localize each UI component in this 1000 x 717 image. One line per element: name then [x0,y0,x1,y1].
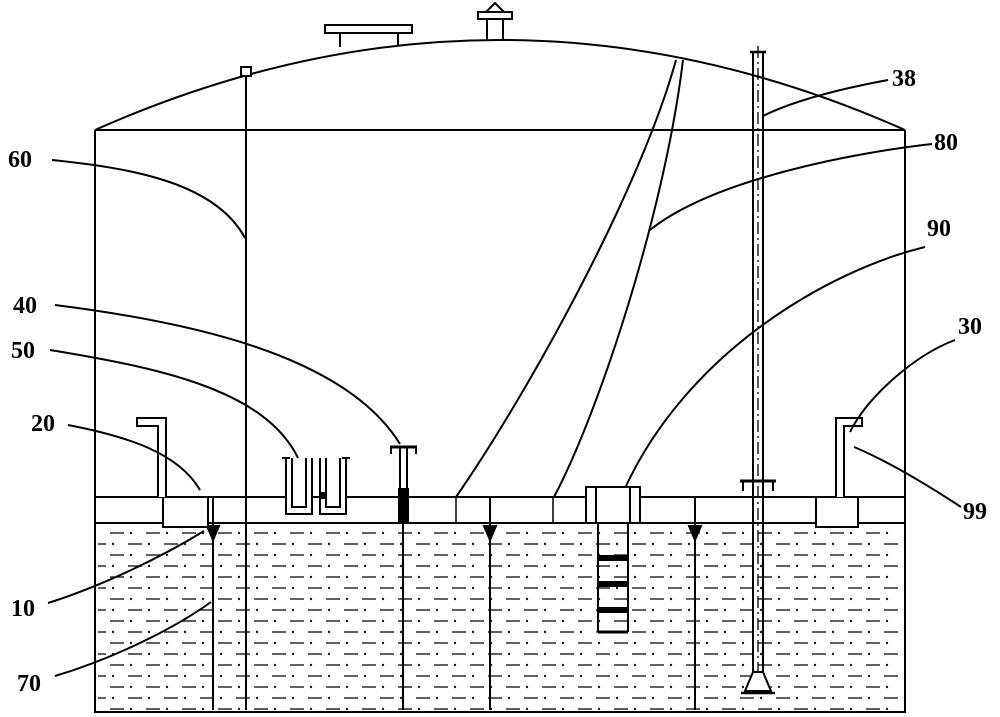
roof-vent [477,1,513,40]
support-leg-right-arrow [687,525,703,543]
deck-support-legs [205,497,703,710]
label-90: 90 [927,216,951,242]
floating-deck [95,496,905,524]
support-leg-left-arrow [205,525,221,543]
cable-right-curve [553,59,684,498]
deck-standpipe-left [136,417,167,497]
gauge-fitting [390,445,417,710]
dip-pipe-funnel [743,671,773,692]
leader-40 [54,304,401,445]
leader-70 [54,601,212,677]
seal-well-right-outer [319,458,347,515]
leader-50 [49,349,299,459]
deck-bracket-left [162,496,209,528]
cable-left-curve [455,59,677,498]
reference-labels: 38 80 90 30 99 60 40 50 20 10 70 [8,66,987,697]
label-10: 10 [11,596,35,622]
deck-standpipe-right [835,417,863,497]
seal-wells [282,457,350,515]
leader-lines [47,79,962,677]
tank-walls-and-floor [94,130,906,713]
dip-pipe [740,46,776,695]
label-80: 80 [934,130,958,156]
tank-dome-roof [94,39,906,131]
gauge-solid-plug [398,488,409,523]
label-40: 40 [13,293,37,319]
guide-pole [240,66,252,710]
leader-10 [47,530,205,604]
label-20: 20 [31,411,55,437]
leader-60 [51,159,246,239]
label-30: 30 [958,314,982,340]
label-50: 50 [11,338,35,364]
seal-well-left-inner [291,458,307,508]
deck-hatch-ladder [585,486,641,634]
leader-99 [853,446,962,508]
vent-cap-plate [477,11,513,20]
label-70: 70 [17,671,41,697]
leader-38 [762,79,889,117]
tank-shell [94,39,906,713]
leader-30 [849,339,956,433]
roof-manhole [324,24,413,47]
label-38: 38 [892,66,916,92]
label-99: 99 [963,499,987,525]
leader-90 [625,246,926,487]
hanging-cable [455,59,684,498]
leader-20 [67,424,201,491]
seal-well-right-inner [325,458,341,508]
support-leg-center-arrow [482,525,498,543]
vent-cap-peak [483,1,507,13]
deck-bracket-right [815,496,859,528]
hatch-box [585,486,641,524]
manhole-cover [324,24,413,34]
liquid-hatch-fill [98,526,902,710]
seal-well-left-outer [285,458,313,515]
seal-well-weld-dot [320,492,327,499]
label-60: 60 [8,147,32,173]
guide-pole-roof-fitting [240,66,252,77]
leader-80 [649,143,933,231]
